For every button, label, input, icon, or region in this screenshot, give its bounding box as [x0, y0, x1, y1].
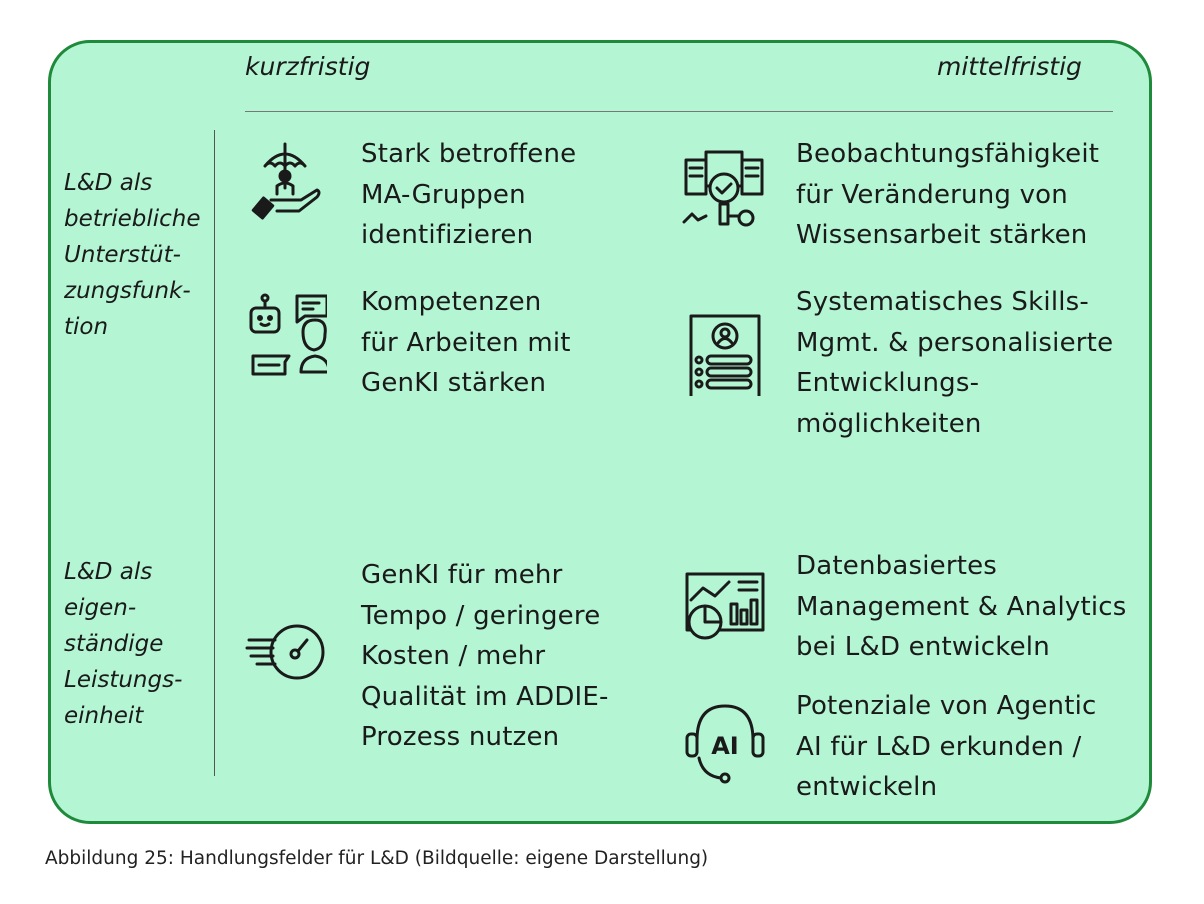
action-field-affected-groups: Stark betroffene MA-Gruppen identifizier… — [361, 139, 577, 250]
column-header-short-term: kurzfristig — [245, 52, 371, 81]
action-field-genai-addie: GenKI für mehr Tempo / geringere Kosten … — [361, 560, 609, 752]
magnifier-documents-icon — [682, 150, 766, 234]
action-field-analytics: Datenbasiertes Management & Analytics be… — [796, 551, 1127, 662]
row-label-support-function: L&D als betriebliche Unterstüt- zungsfun… — [64, 170, 201, 340]
action-field-skills-mgmt: Systematisches Skills- Mgmt. & personali… — [796, 287, 1114, 439]
action-field-observation: Beobachtungsfähigkeit für Veränderung vo… — [796, 139, 1100, 250]
figure-caption: Abbildung 25: Handlungsfelder für L&D (B… — [45, 848, 709, 869]
umbrella-hand-person-icon — [243, 138, 327, 222]
analytics-dashboard-icon — [683, 570, 767, 654]
speedometer-icon — [245, 618, 329, 702]
robot-human-chat-icon — [243, 292, 331, 376]
svg-text:AI: AI — [711, 732, 739, 760]
diagram-frame — [48, 40, 1152, 824]
profile-skills-card-icon — [683, 312, 767, 406]
header-divider — [245, 111, 1113, 112]
action-field-agentic-ai: Potenziale von Agentic AI für L&D erkund… — [796, 691, 1097, 802]
row-label-divider — [214, 130, 215, 776]
ai-headset-icon: AI — [683, 700, 767, 784]
action-field-genai-competence: Kompetenzen für Arbeiten mit GenKI stärk… — [361, 287, 571, 398]
row-label-service-unit: L&D als eigen- ständige Leistungs- einhe… — [64, 559, 183, 729]
column-header-mid-term: mittelfristig — [937, 52, 1082, 81]
